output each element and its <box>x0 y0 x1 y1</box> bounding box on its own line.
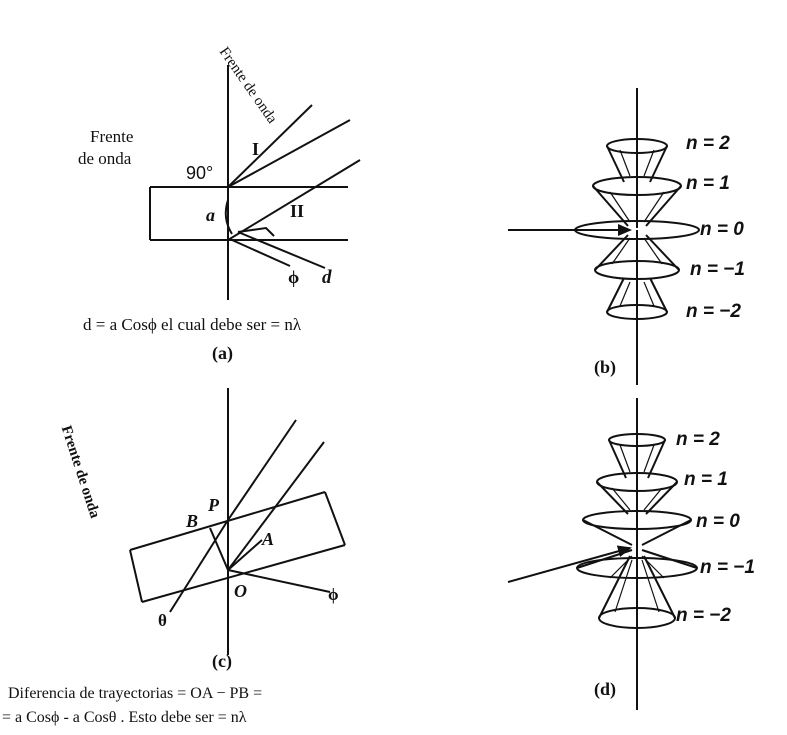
c-caption: (c) <box>212 651 232 671</box>
a-ray-lower <box>227 159 361 241</box>
a-caption: (a) <box>212 343 233 363</box>
a-region-2-label: II <box>290 201 305 221</box>
panel-b-drawing <box>508 88 700 385</box>
d-order-n1: n = 1 <box>684 469 728 490</box>
a-ray-d <box>237 231 326 269</box>
c-ray-lower <box>227 441 325 571</box>
a-wavefront-left-line1: Frente <box>90 127 134 146</box>
d-caption: (d) <box>594 679 616 699</box>
a-region-1-label: I <box>252 139 260 159</box>
b-caption: (b) <box>594 357 616 377</box>
a-ray-upper <box>227 119 351 188</box>
c-phi-label: ϕ <box>328 585 339 604</box>
c-formula-line1: Diferencia de trayectorias = OA − PB = <box>8 685 263 702</box>
panel-a-drawing <box>149 65 361 300</box>
c-point-B: B <box>186 511 199 531</box>
c-ray-phi <box>227 569 331 593</box>
c-ray-theta <box>169 519 229 613</box>
c-point-P: P <box>208 495 219 515</box>
c-slab-left <box>129 549 143 603</box>
a-spacing-label: a <box>206 205 215 225</box>
d-order-m1: n = −1 <box>700 557 755 578</box>
b-order-n0: n = 0 <box>700 219 744 240</box>
a-angle-arc <box>224 199 233 235</box>
c-theta-label: θ <box>158 611 167 630</box>
panel-d-drawing <box>507 398 698 710</box>
panel-c-drawing <box>129 388 346 655</box>
a-angle-label: 90° <box>186 163 214 183</box>
a-d-label: d <box>322 267 332 288</box>
c-wave-B <box>209 527 229 571</box>
a-right-angle <box>237 226 275 237</box>
b-order-n2: n = 2 <box>686 133 730 154</box>
c-point-A: A <box>262 529 275 549</box>
a-formula: d = a Cosϕ el cual debe ser = nλ <box>83 315 302 334</box>
c-point-O: O <box>234 581 247 601</box>
c-slab-right <box>324 491 346 546</box>
a-wavefront-left-line2: de onda <box>78 149 132 168</box>
b-order-m1: n = −1 <box>690 259 745 280</box>
a-wavefront-diagonal <box>227 104 313 188</box>
c-line-OA <box>227 539 263 571</box>
c-formula-line2: = a Cosϕ - a Cosθ . Esto debe ser = nλ <box>2 709 247 726</box>
a-phi-label: ϕ <box>288 267 300 287</box>
b-order-n1: n = 1 <box>686 173 730 194</box>
d-order-n0: n = 0 <box>696 511 740 532</box>
b-disc-n0 <box>574 220 700 240</box>
a-ray-phi <box>231 239 291 267</box>
c-ray-upper <box>227 419 297 521</box>
d-order-n2: n = 2 <box>676 429 720 450</box>
b-order-m2: n = −2 <box>686 301 741 322</box>
d-order-m2: n = −2 <box>676 605 731 626</box>
d-incident-ray <box>507 545 632 583</box>
